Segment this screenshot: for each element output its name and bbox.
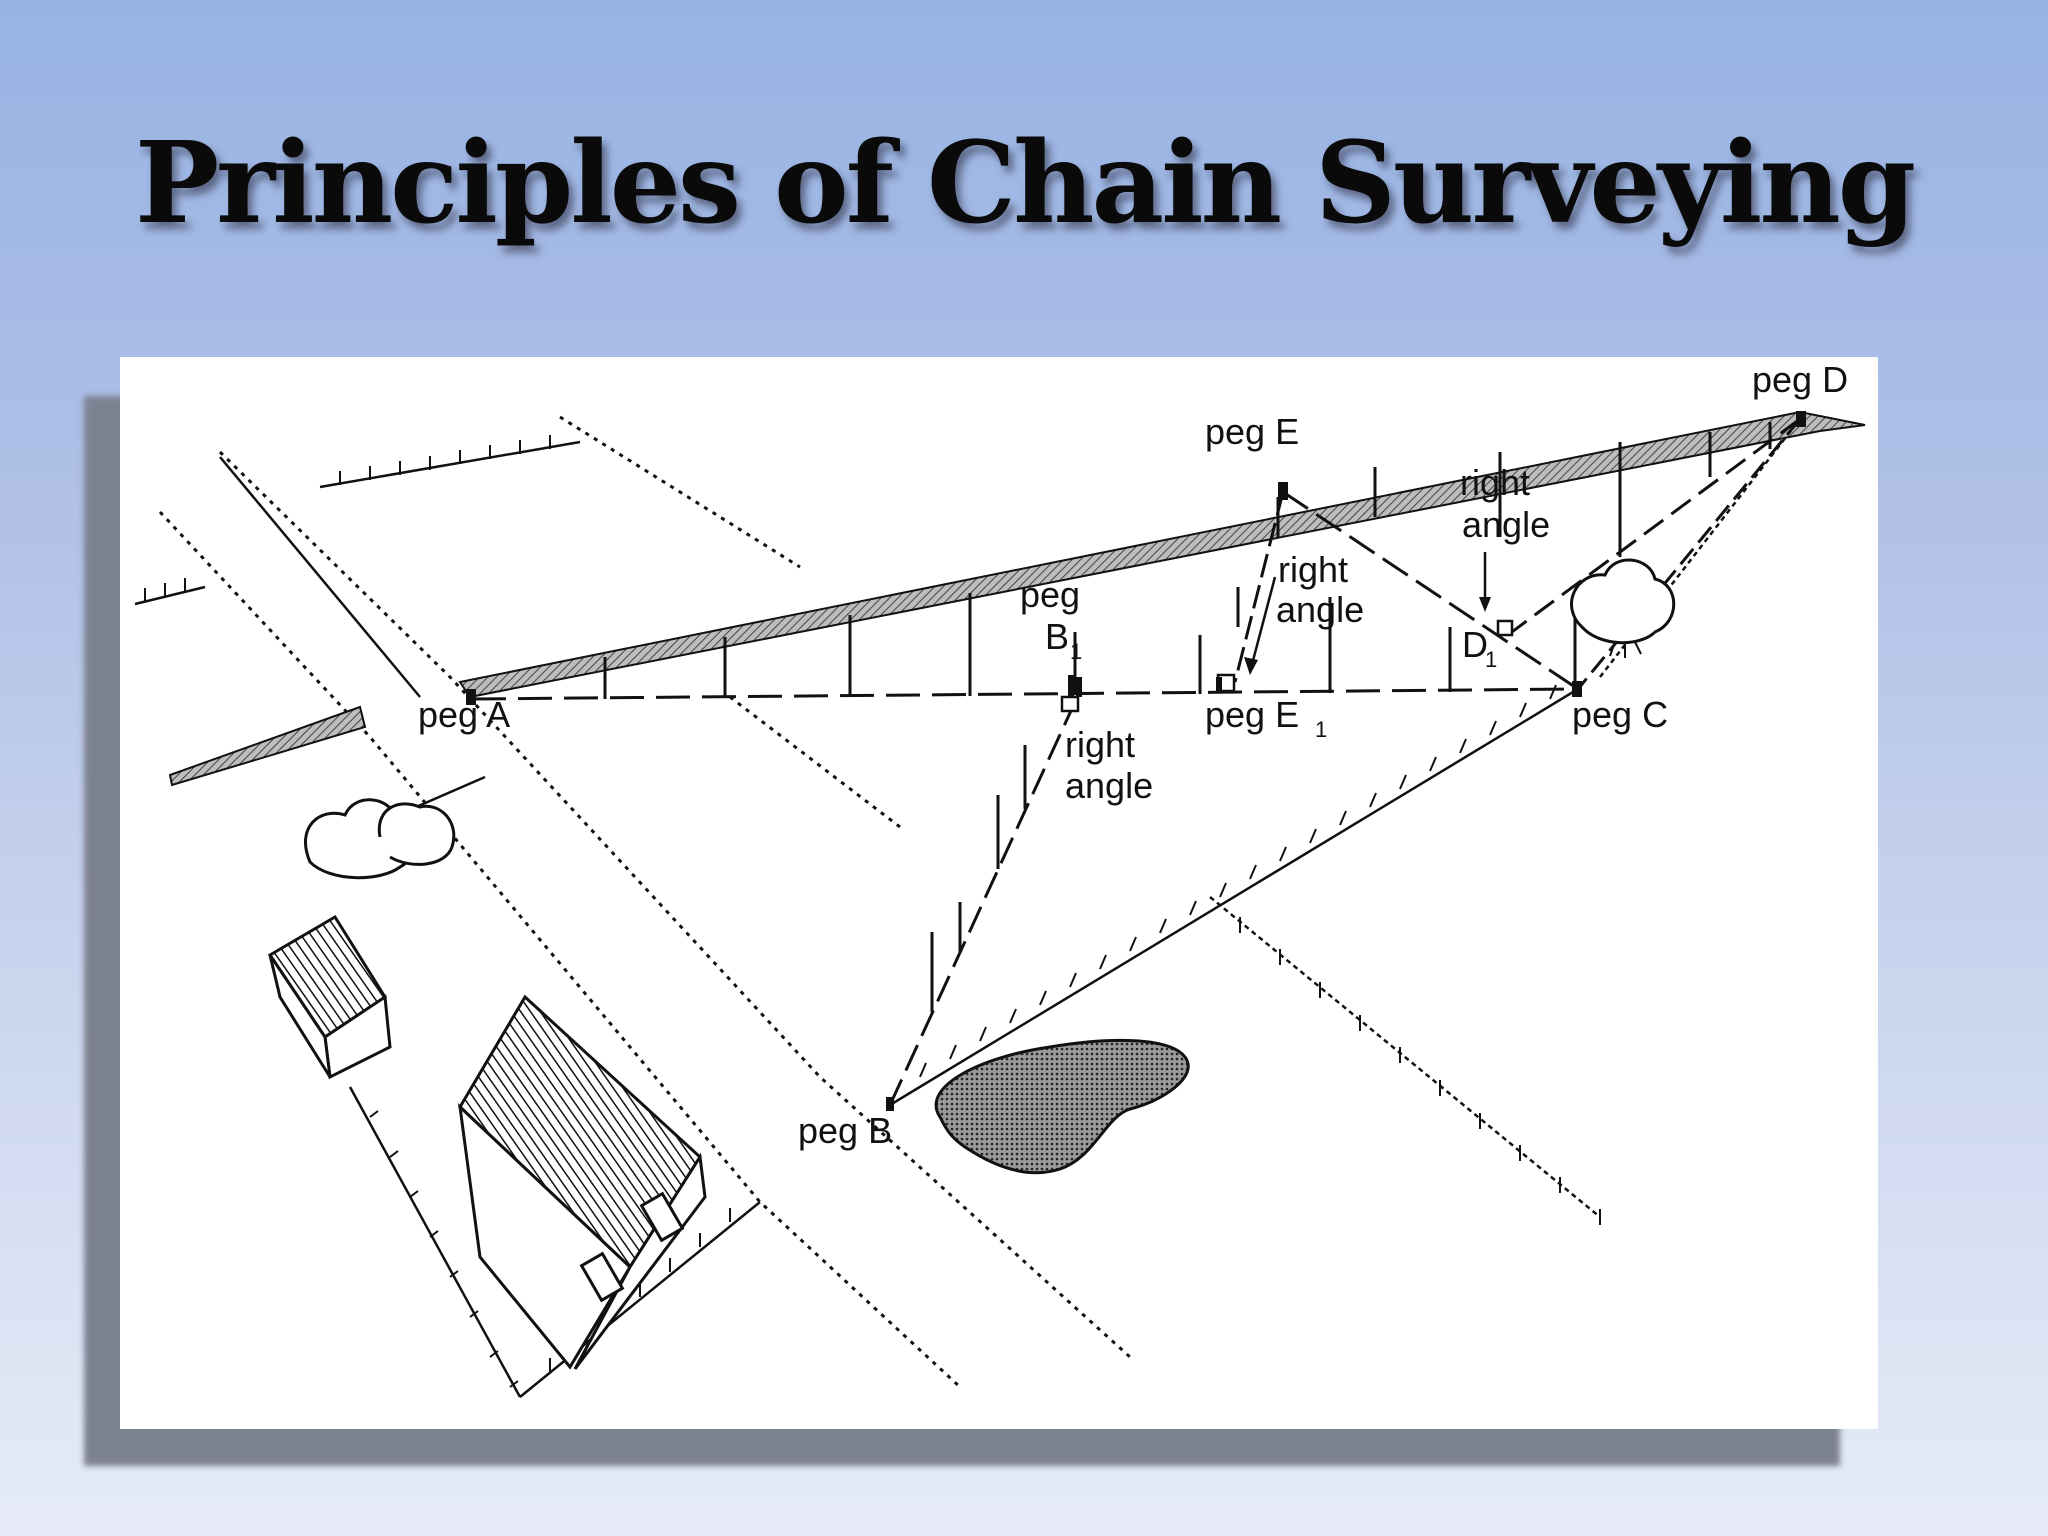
label-peg-d1-sub: 1	[1485, 647, 1497, 672]
label-right-angle-b1-2: angle	[1065, 765, 1153, 806]
label-peg-b1-line2: B	[1045, 616, 1069, 657]
label-peg-b1-sub: 1	[1070, 639, 1082, 664]
hedge-a-to-d	[458, 410, 1866, 699]
slide-title: Principles of Chain Surveying	[134, 118, 1916, 249]
label-peg-e1: peg E	[1205, 694, 1299, 735]
diagram-frame: peg A peg B peg C peg D peg E peg B 1 pe…	[120, 357, 1878, 1429]
peg-e-marker	[1278, 482, 1288, 500]
house	[457, 994, 707, 1370]
right-angle-marker-b1	[1060, 695, 1080, 713]
arrow-right-angle-e1	[1248, 576, 1277, 673]
label-peg-e1-sub: 1	[1315, 717, 1327, 742]
pegs	[466, 411, 1806, 1111]
trees-left	[303, 798, 456, 880]
peg-a-marker	[466, 689, 476, 705]
tree-right	[1570, 558, 1676, 658]
pond	[934, 1038, 1190, 1175]
offsets-d	[1373, 422, 1772, 557]
label-right-angle-b1-1: right	[1065, 724, 1135, 765]
label-peg-b1-line1: peg	[1020, 574, 1080, 615]
peg-b1-marker	[1068, 675, 1074, 697]
arrowhead-e1	[1244, 657, 1258, 675]
chain-line-a-c	[471, 687, 1579, 701]
offsets-ac	[603, 593, 1577, 699]
offsets-b	[930, 745, 1027, 1012]
hedge-left	[168, 705, 367, 787]
label-peg-b: peg B	[798, 1110, 892, 1151]
perpendicular-e-e1	[1233, 491, 1285, 683]
label-peg-e: peg E	[1205, 411, 1299, 452]
label-right-angle-e1-1: right	[1278, 549, 1348, 590]
chain-survey-diagram: peg A peg B peg C peg D peg E peg B 1 pe…	[134, 359, 1866, 1398]
label-peg-a: peg A	[418, 694, 510, 735]
peg-d-marker	[1796, 411, 1806, 427]
label-peg-c: peg C	[1572, 694, 1668, 735]
small-shed	[267, 914, 392, 1080]
fences	[134, 418, 1801, 1398]
right-angle-marker-d1	[1496, 619, 1514, 637]
chain-line-d-d1	[1504, 417, 1801, 639]
peg-e1-marker	[1216, 677, 1222, 693]
label-right-angle-d1-1: right	[1460, 462, 1530, 503]
label-peg-d1: D	[1462, 624, 1488, 665]
chain-line-e-c	[1282, 490, 1579, 691]
label-right-angle-d1-2: angle	[1462, 504, 1550, 545]
label-right-angle-e1-2: angle	[1276, 589, 1364, 630]
offsets-e	[1236, 497, 1280, 627]
arrowhead-d1	[1479, 597, 1491, 612]
perpendicular-b-b1	[888, 701, 1077, 1106]
fence-posts	[144, 435, 1601, 1388]
roads	[158, 415, 1132, 1389]
peg-b1-marker-2	[1076, 677, 1082, 697]
label-peg-d: peg D	[1752, 359, 1848, 400]
